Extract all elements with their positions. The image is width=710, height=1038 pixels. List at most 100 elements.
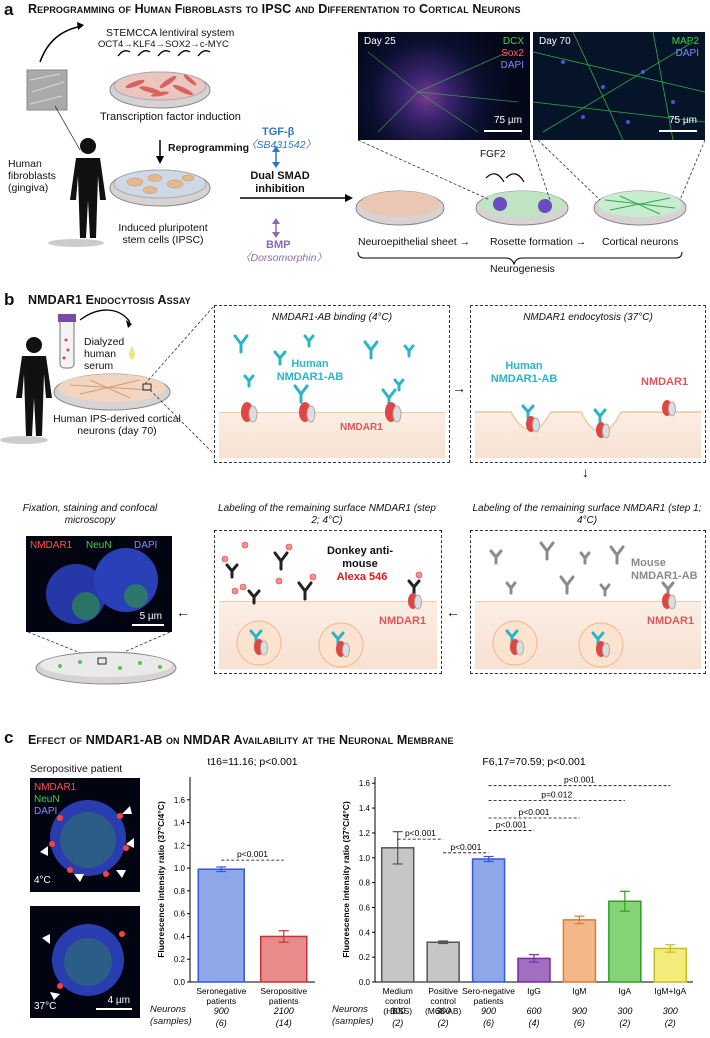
fibroblast-texture [29,73,65,105]
antibodies [521,404,607,424]
dorso-label: 〈Dorsomorphin〉 [240,252,327,264]
factors-label: OCT4→KLF4→SOX2→c-MYC [98,39,229,50]
samples-label: (samples) [332,1016,374,1027]
ipsc-label: Induced pluripotent stem cells (IPSC) [118,222,208,247]
nmdar1-label: NMDAR1 [340,422,383,433]
panel-a-title-text: Reprogramming of Human Fibroblasts to IP… [28,2,521,16]
rosette [538,199,552,213]
box-endocytosis-title: NMDAR1 endocytosis (37°C) [523,312,653,323]
category-label: (M68-AB) [425,1006,462,1016]
category-label: IgM [572,986,586,996]
micro-day25: Day 25 DCX Sox2 DAPI 75 µm [358,32,530,140]
nmdar1-label: NMDAR1 [647,615,695,627]
receptors [526,400,676,439]
arrow-left: ← [446,604,460,620]
ips-neurons-label: Human IPS-derived cortical neurons (day … [53,413,181,438]
panel-letter-a: a [4,0,14,19]
y-tick-label: 0.4 [359,928,371,937]
scale-label: 5 µm [139,610,162,622]
internalized-receptors [510,639,610,658]
internalized-receptors [254,639,350,658]
temp-label: 4°C [34,874,51,886]
mouse-antibodies [489,541,675,597]
neurons-label: Neurons [150,1004,186,1015]
neurons-count: 300 [617,1006,632,1016]
y-tick-label: 1.4 [174,819,186,828]
significance-label: p<0.001 [564,775,595,785]
panel-c-title: Effect of NMDAR1-AB on NMDAR Availabilit… [28,733,454,747]
neurogenesis-label: Neurogenesis [490,263,555,275]
arrowhead [272,232,280,238]
channel-dapi: DAPI [500,60,524,71]
arrowhead [345,194,353,202]
category-label: IgM+IgA [654,986,686,996]
arrowhead [126,320,132,328]
samples-count: (2) [438,1018,449,1028]
y-tick-label: 1.2 [359,829,371,838]
category-label: IgG [527,986,541,996]
alexa-label: Alexa 546 [336,571,388,583]
arrow-left: ← [176,604,190,620]
category-label: patients [474,996,504,1006]
dish-top-cells [113,71,207,101]
micro-day70-texture [533,32,705,140]
zoom-box [142,383,152,391]
significance-label: p<0.001 [405,828,436,838]
panel-letter-c: c [4,728,14,747]
bar-1 [260,935,308,983]
bar-0 [380,847,415,983]
micro-day70: Day 70 MAP2 DAPI 75 µm [533,32,705,140]
confocal-dish [27,631,177,685]
alexa-dyes [221,541,423,595]
temp-label: 37°C [34,1000,57,1012]
bar-4 [562,919,597,983]
curved-arrow [39,25,83,63]
neurons-label: Neurons [332,1004,368,1015]
y-tick-label: 0.0 [359,978,371,987]
human-ab-label: Human NMDAR1-AB [276,358,344,383]
scale-bar [659,130,697,132]
donkey-antibodies [225,551,421,605]
neurite-lines [604,195,676,215]
box-step2-art [221,541,423,668]
box-ab-binding: NMDAR1-AB binding (4°C) Human NMDAR1-AB … [214,305,450,463]
y-tick-label: 1.0 [174,864,186,873]
micro-day25-texture [367,51,519,133]
arrowhead [272,162,280,168]
y-axis-label: Fluorescence intensity ratio (37°C/4°C) [156,801,166,958]
membrane [219,412,445,458]
shadow [0,436,48,444]
bar-2 [471,858,506,983]
chart-seroneg-vs-seropos: t16=11.16; p<0.0010.00.20.40.60.81.01.21… [156,756,315,1028]
human-ab-label: Human NMDAR1-AB [490,360,558,385]
scale-bar [96,1008,132,1010]
y-tick-label: 0.0 [174,978,186,987]
y-axis-label: Fluorescence intensity ratio (37°C/4°C) [341,801,351,958]
channel-map2: MAP2 [671,36,699,47]
panel-a-diagram [26,22,706,266]
serum-drop [129,346,135,360]
neurons-count: 300 [390,1006,405,1016]
fgf2-label: FGF2 [480,149,506,160]
significance-label: p<0.001 [519,807,550,817]
micro-day25-label: Day 25 [364,36,396,47]
box-endocytosis: NMDAR1 endocytosis (37°C) Human NMDAR1-A… [470,305,706,463]
receptors [241,402,402,423]
zoom-lines-b [144,305,215,455]
micro-37c-art [42,924,125,1000]
y-tick-label: 1.6 [359,779,371,788]
y-tick-label: 0.6 [359,903,371,912]
panel-b-left-diagram [0,309,171,444]
neurons-count: 300 [436,1006,451,1016]
nmdar1-label: NMDAR1 [641,376,689,388]
channel-nmdar1: NMDAR1 [34,782,77,793]
serum-label: Dialyzed human serum [84,336,125,373]
scale-bar [484,130,522,132]
ipsc-colonies [126,174,195,194]
neuroepithelial-label: Neuroepithelial sheet → [358,236,471,248]
neurons-count: 600 [526,1006,541,1016]
category-label: Seronegative [196,986,246,996]
category-label: control [385,996,411,1006]
neuron-lines [69,379,151,399]
category-label: Medium [383,986,413,996]
